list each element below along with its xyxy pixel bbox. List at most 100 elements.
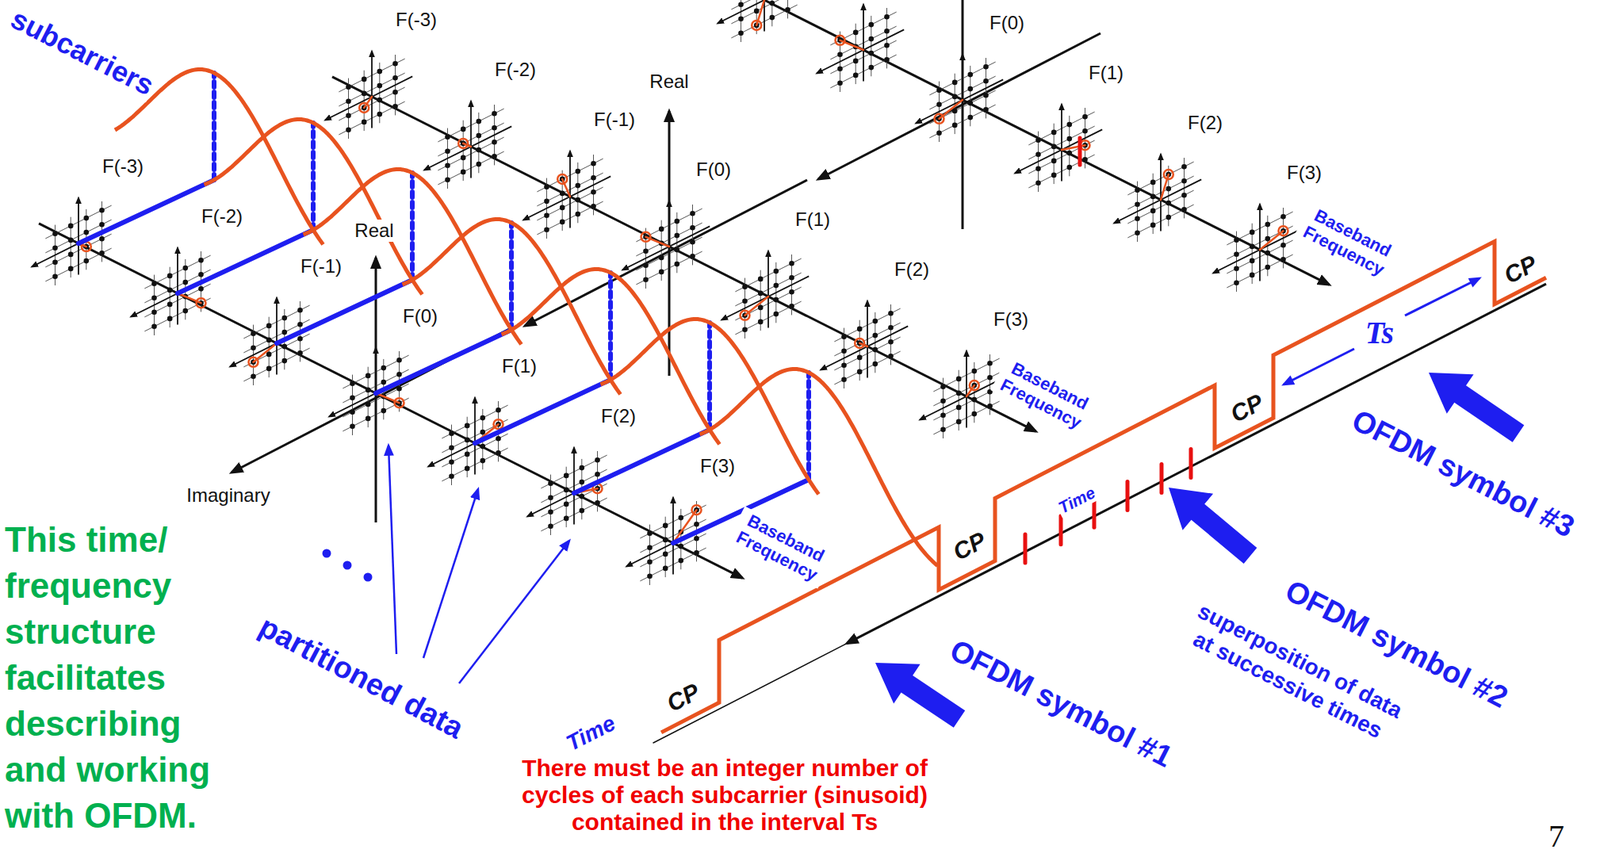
prefix-label: CP	[1226, 388, 1269, 429]
constellation-dot	[1134, 201, 1141, 207]
constellation-dot	[84, 215, 90, 222]
constellation-dot	[788, 260, 795, 267]
real-axis	[1060, 103, 1063, 181]
constellation-dot	[361, 91, 368, 97]
constellation-dot	[987, 360, 993, 367]
data-point	[1163, 169, 1174, 180]
real-axis	[672, 497, 674, 575]
real-axis	[375, 347, 377, 425]
constellation-dot	[198, 257, 204, 264]
real-axis	[1259, 203, 1261, 281]
constellation-dot	[769, 0, 776, 7]
ofdm-waveform	[661, 241, 1547, 733]
subcarrier-label: F(3)	[991, 308, 1030, 331]
constellation-dot	[448, 445, 455, 452]
constellation-dot	[952, 108, 958, 115]
constellation-dot	[1150, 179, 1156, 186]
constellation-dot	[266, 352, 272, 358]
constellation-dot	[853, 72, 859, 79]
constellation-dot	[884, 57, 890, 63]
constellation-dot	[1265, 250, 1271, 257]
imag-axis	[915, 79, 1003, 123]
page-number: 7	[1548, 818, 1565, 855]
constellation-dot	[968, 86, 974, 92]
ellipsis-dot	[343, 561, 353, 571]
constellation-dot	[183, 265, 189, 272]
constellation-dot	[788, 303, 795, 310]
data-point	[557, 174, 567, 184]
constellation-dot	[837, 52, 843, 58]
constellation-dot	[297, 307, 303, 314]
constellation-dot	[297, 321, 303, 328]
constellation-dot	[594, 500, 601, 506]
constellation-dot	[282, 315, 288, 322]
data-point	[1278, 225, 1289, 236]
constellation-dot	[936, 88, 942, 94]
constellation-dot	[987, 403, 993, 410]
constellation-dot	[250, 331, 257, 337]
constellation-dot	[377, 83, 383, 89]
constellation-dot	[884, 14, 890, 20]
constellation-dot	[841, 377, 847, 383]
constellation-dot	[868, 36, 875, 43]
constellation-dot	[674, 261, 681, 268]
constellation-dot	[693, 521, 700, 528]
constellation-dot	[757, 290, 764, 297]
constellation-dot	[674, 233, 681, 239]
real-axis	[767, 250, 770, 328]
constellation-dot	[784, 7, 791, 13]
constellation-dot	[956, 405, 962, 411]
constellation-dot	[563, 516, 570, 522]
constellation-dot	[365, 416, 372, 422]
constellation-dot	[1082, 114, 1088, 120]
data-point	[394, 398, 405, 408]
constellation-dot	[738, 2, 744, 8]
constellation-dot	[349, 409, 356, 416]
constellation-dot	[1035, 166, 1042, 173]
constellation-dot	[693, 535, 700, 542]
real-axis	[176, 247, 179, 325]
constellation-dot	[559, 219, 566, 226]
constellation-dot	[590, 189, 597, 196]
constellation-dot	[392, 103, 399, 110]
imag-axis	[325, 76, 413, 120]
constellation-dot	[563, 473, 570, 479]
imag-axis	[524, 179, 808, 326]
constellation-dot	[392, 75, 399, 81]
constellation-dot	[1233, 280, 1240, 287]
constellation-dot	[972, 368, 978, 375]
constellation-dot	[1249, 229, 1256, 236]
real-axis	[965, 350, 968, 428]
constellation-dot	[476, 118, 483, 125]
constellation-dot	[381, 408, 387, 414]
constellation-dot	[250, 345, 257, 352]
real-axis	[961, 53, 964, 131]
constellation-dot	[547, 509, 554, 516]
data-point	[751, 20, 762, 31]
constellation-dot	[99, 207, 105, 214]
constellation-dot	[345, 84, 352, 91]
constellation-dot	[678, 543, 685, 550]
constellation-dot	[888, 325, 894, 331]
constellation-dot	[952, 122, 958, 129]
subcarrier-label: F(1)	[1087, 61, 1126, 85]
constellation-dot	[837, 80, 843, 87]
constellation-dot	[888, 339, 894, 345]
constellation-dot	[349, 381, 356, 387]
constellation-dot	[1067, 164, 1073, 171]
constellation-dot	[84, 229, 90, 236]
data-point	[934, 114, 945, 124]
constellation-dot	[1249, 244, 1256, 250]
constellation-dot	[689, 210, 696, 217]
subcarrier-link	[276, 279, 413, 344]
constellation-dot	[658, 269, 665, 276]
real-axis	[371, 50, 373, 128]
subcarrier-link	[574, 429, 710, 494]
axis-label: Baseband Frequency	[1293, 200, 1403, 284]
constellation-dot	[872, 347, 879, 353]
data-point	[196, 298, 207, 308]
grid-line	[756, 0, 758, 35]
constellation-dot	[1233, 266, 1240, 272]
constellation-dot	[1265, 236, 1271, 242]
subcarrier-label: F(1)	[793, 208, 832, 231]
